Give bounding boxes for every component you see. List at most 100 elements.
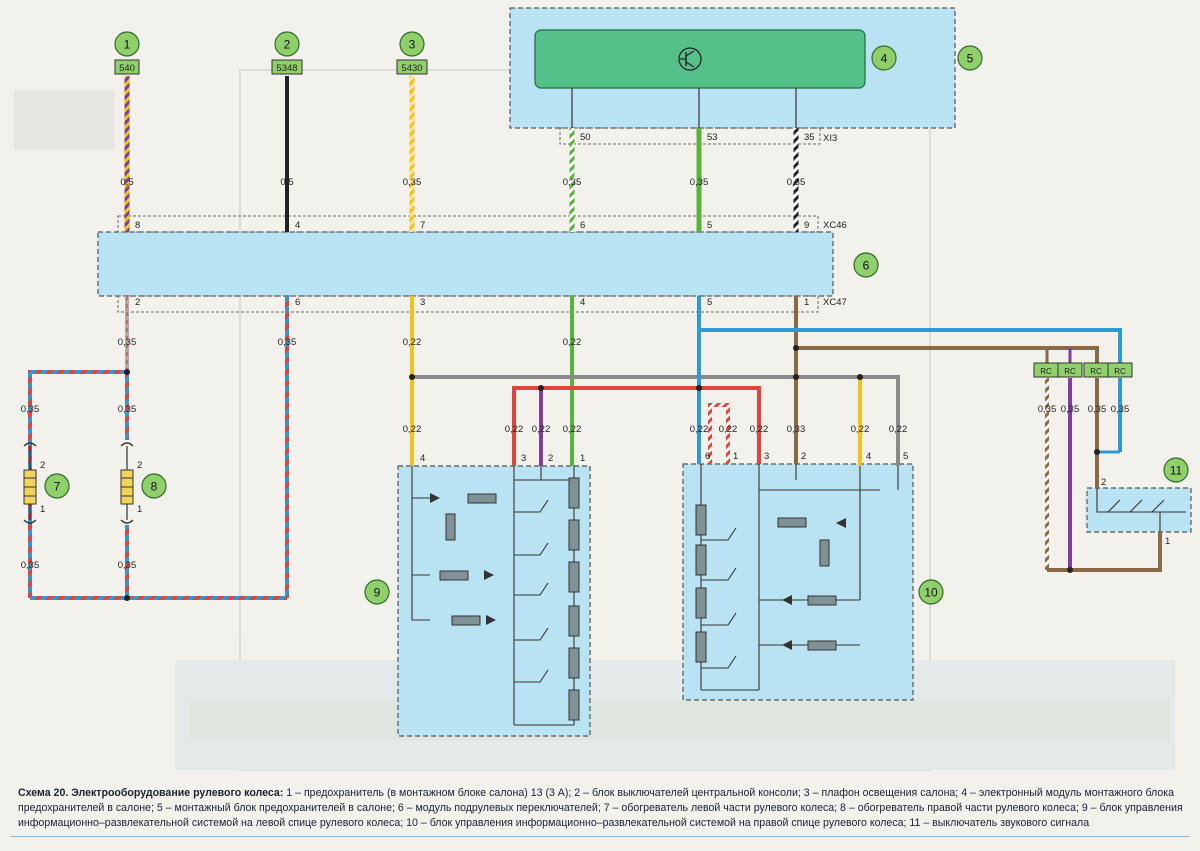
pin-label: 35 [804,132,815,143]
callout-circle [918,579,944,605]
callout-number: 11 [1170,464,1183,478]
pin-label: 3 [521,453,526,464]
callout-number: 8 [151,480,158,494]
rc-label: RC [1064,367,1076,376]
callout-circle [871,45,897,71]
wire-code: 5348 [276,63,297,74]
gauge-label: 0,35 [1061,404,1080,415]
wire-code: 5430 [401,63,422,74]
callout-number: 4 [881,52,888,66]
pin-label: 4 [580,297,585,308]
labels: 540 5348 5430 XI3 XC46 XC47 50 53 35 8 4… [21,63,1171,571]
pin-label: 2 [137,460,142,471]
pin-label: 4 [295,220,300,231]
led-icon [430,493,496,625]
pin-label: 6 [580,220,585,231]
callout-circle [274,31,300,57]
pin-label: 4 [420,453,425,464]
callout-number: 2 [284,38,291,52]
pin-label: 6 [295,297,300,308]
left-spoke-control-block [397,465,591,737]
pin-label: 50 [580,132,591,143]
heater-left [23,442,37,524]
gauge-label: 0,35 [118,560,137,571]
callout-circle [853,252,879,278]
pin-label: 5 [903,451,908,462]
gauge-label: 0,35 [118,337,137,348]
callout-circle [141,473,167,499]
callout-number: 6 [863,259,870,273]
xi3-connector [559,127,821,145]
pin-label: 2 [40,460,45,471]
pin-label: 3 [420,297,425,308]
connector-label: XC46 [823,220,847,231]
callout-number: 10 [924,586,938,600]
callout-number: 1 [124,38,131,52]
connector-label: XC47 [823,297,847,308]
pin-label: 9 [804,220,809,231]
gauge-label: 0,22 [851,424,870,435]
pin-label: 1 [733,451,738,462]
pin-label: 1 [137,504,142,515]
gauge-label: 0,22 [889,424,908,435]
pin-label: 5 [707,220,712,231]
pin-label: 2 [548,453,553,464]
gauge-label: 0,35 [21,560,40,571]
gauge-label: 0,22 [403,337,422,348]
pin-label: 4 [866,451,871,462]
pin-label: 8 [135,220,140,231]
pin-label: 5 [707,297,712,308]
horn-switch-block [1086,487,1192,533]
pin-label: 1 [580,453,585,464]
right-spoke-control-block [682,463,914,701]
gauge-label: 0,22 [403,424,422,435]
led-icon [782,518,846,650]
gauge-label: 0,5 [120,177,133,188]
gauge-label: 0,22 [563,424,582,435]
xc47-connector [117,295,819,313]
caption-title: Схема 20. Электрооборудование рулевого к… [18,787,284,799]
caption: Схема 20. Электрооборудование рулевого к… [18,786,1186,831]
heater-right [120,442,134,524]
block9-internals [411,466,575,726]
pin-label: 53 [707,132,718,143]
rc-connectors [1033,362,1133,378]
callout-circle [114,31,140,57]
gauge-label: 0,35 [21,404,40,415]
caption-divider [10,836,1190,837]
callout-circle [1163,457,1189,483]
gauge-label: 0,35 [403,177,422,188]
horn-switch-icon [1096,488,1186,532]
gauge-label: 0,35 [787,177,806,188]
gauge-label: 0,35 [563,177,582,188]
gauge-label: 0,22 [532,424,551,435]
block10-components [695,504,846,669]
pin-label: 1 [1165,536,1170,547]
steering-switch-module [97,231,834,297]
gauge-label: 0,33 [787,424,806,435]
callout-circle [364,579,390,605]
wire-code-tags [114,59,428,75]
gauge-label: 0,35 [1038,404,1057,415]
callout-number: 7 [54,480,61,494]
pin-label: 6 [705,451,710,462]
pin-label: 1 [40,504,45,515]
pin-label: 3 [764,451,769,462]
block9-components [430,477,580,721]
background-ghost [14,69,1175,771]
rc-label: RC [1040,367,1052,376]
callout-number: 9 [374,586,381,600]
callout-number: 3 [409,38,416,52]
callout-circle [44,473,70,499]
gauge-label: 0,22 [563,337,582,348]
gauge-label: 0,22 [690,424,709,435]
connector-label: XI3 [823,133,837,144]
electronic-module [534,29,866,89]
gauge-label: 0,35 [1088,404,1107,415]
gauge-label: 0,22 [719,424,738,435]
gauge-label: 0,22 [750,424,769,435]
pin-label: 2 [135,297,140,308]
gauge-label: 0,35 [690,177,709,188]
